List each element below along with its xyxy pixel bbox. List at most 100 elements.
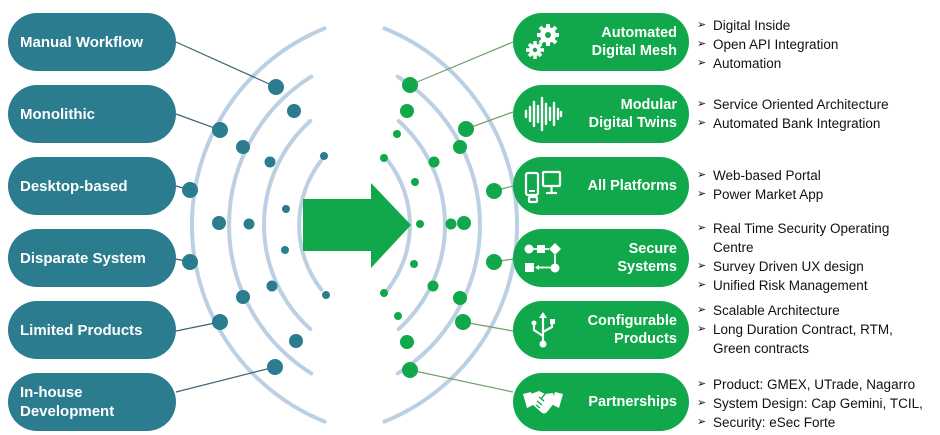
modern-label-line: Systems <box>617 259 677 275</box>
right-arc <box>396 119 447 331</box>
bullet-list: ➢ Web-based Portal ➢Power Market App <box>697 166 823 204</box>
devices-icon <box>524 170 562 204</box>
right-connector-line <box>462 321 514 332</box>
legacy-dot <box>282 205 290 213</box>
modern-pill: All Platforms <box>513 157 689 215</box>
modern-dot <box>410 260 418 268</box>
legacy-dot <box>267 359 283 375</box>
bullet-marker: ➢ <box>697 57 707 69</box>
legacy-dot <box>266 280 278 292</box>
bullet-marker: ➢ <box>697 378 707 390</box>
left-connector-line <box>175 41 277 88</box>
legacy-dot <box>182 254 198 270</box>
sound-wave-icon <box>524 96 563 132</box>
modern-dot <box>380 154 388 162</box>
legacy-pill: Desktop-based <box>8 157 176 215</box>
bullet-marker: ➢ <box>697 279 707 291</box>
modern-dot <box>428 156 440 168</box>
modern-dot <box>416 220 424 228</box>
modern-dot <box>427 280 439 292</box>
bullet-list: ➢ Service Oriented Architecture ➢ Automate… <box>697 95 889 133</box>
modern-dot <box>400 335 414 349</box>
bullet-text: Security: eSec Forte <box>713 415 836 430</box>
modern-dot <box>411 178 419 186</box>
modern-dot <box>445 218 457 230</box>
gears-icon <box>526 24 559 59</box>
modern-pill: Partnerships <box>513 373 689 431</box>
handshake-icon <box>523 391 563 414</box>
legacy-label: Disparate System <box>20 249 146 267</box>
legacy-dot <box>268 79 284 95</box>
right-connector-line <box>409 369 514 393</box>
legacy-dot <box>212 314 228 330</box>
legacy-dot <box>236 140 250 154</box>
bullet-item: ➢Automation <box>697 54 838 73</box>
bullet-text: Scalable Architecture <box>713 303 840 318</box>
modern-label-line: Secure <box>628 241 677 257</box>
right-arc <box>395 74 482 376</box>
bullet-list: ➢Digital Inside ➢ Open API Integration ➢A… <box>697 16 838 73</box>
bullet-list: ➢Scalable Architecture ➢Long Duration Co… <box>697 301 893 358</box>
bullet-list: ➢Real Time Security Operating Centre ➢Su… <box>697 219 889 295</box>
modern-dot <box>402 362 418 378</box>
modern-dot <box>402 77 418 93</box>
bullet-text: Open API Integration <box>713 37 839 52</box>
legacy-dot <box>287 104 301 118</box>
bullet-text: Service Oriented Architecture <box>713 97 889 112</box>
bullet-marker: ➢ <box>697 416 707 428</box>
legacy-dot <box>236 290 250 304</box>
legacy-dot <box>212 216 226 230</box>
legacy-pill: Monolithic <box>8 85 176 143</box>
modern-dot <box>393 130 401 138</box>
bullet-marker: ➢ <box>697 169 707 181</box>
right-connector-line <box>465 111 514 130</box>
bullet-item: ➢Power Market App <box>697 185 823 204</box>
bullet-item: ➢Long Duration Contract, RTM, <box>697 320 893 339</box>
left-arc <box>297 158 324 292</box>
bullet-item: ➢System Design: Cap Gemini, TCIL, <box>697 394 923 413</box>
bullet-item: ➢Digital Inside <box>697 16 838 35</box>
modern-dot <box>394 312 402 320</box>
left-connector-line <box>175 366 276 393</box>
left-arc <box>262 119 313 331</box>
modern-dot <box>453 291 467 305</box>
modern-label-line: Digital Mesh <box>591 43 677 59</box>
modern-label-line: Automated <box>601 25 677 41</box>
legacy-dot <box>212 122 228 138</box>
modern-label: Partnerships <box>588 373 677 431</box>
legacy-pill: Limited Products <box>8 301 176 359</box>
bullet-list: ➢ Product: GMEX, UTrade, Nagarro ➢System … <box>697 375 923 432</box>
modern-dot <box>486 254 502 270</box>
bullet-text: Product: GMEX, UTrade, Nagarro <box>713 377 916 392</box>
bullet-text: Automated Bank Integration <box>713 116 881 131</box>
legacy-dot <box>243 218 255 230</box>
legacy-pill: Manual Workflow <box>8 13 176 71</box>
modern-label-line: Partnerships <box>588 394 677 410</box>
bullet-marker: ➢ <box>697 222 707 234</box>
bullet-item: ➢ Security: eSec Forte <box>697 413 923 432</box>
usb-icon <box>531 312 555 348</box>
bullet-text: Long Duration Contract, RTM, <box>713 322 893 337</box>
legacy-label-line: Development <box>20 403 115 420</box>
legacy-label: Limited Products <box>20 321 143 339</box>
bullet-item: ➢ Product: GMEX, UTrade, Nagarro <box>697 375 923 394</box>
bullet-item: ➢Unified Risk Management <box>697 276 889 295</box>
legacy-dot <box>264 156 276 168</box>
bullet-marker: ➢ <box>697 117 707 129</box>
bullet-text: Web-based Portal <box>713 168 821 183</box>
right-connector-line <box>409 41 514 86</box>
bullet-marker: ➢ <box>697 38 707 50</box>
legacy-label: Manual Workflow <box>20 33 144 51</box>
legacy-dot <box>182 182 198 198</box>
workflow-icon <box>524 243 561 273</box>
modern-label: All Platforms <box>588 157 677 215</box>
modern-label-line: Modular <box>620 97 677 113</box>
bullet-item: ➢ Automated Bank Integration <box>697 114 889 133</box>
bullet-item: ➢Real Time Security Operating <box>697 219 889 238</box>
